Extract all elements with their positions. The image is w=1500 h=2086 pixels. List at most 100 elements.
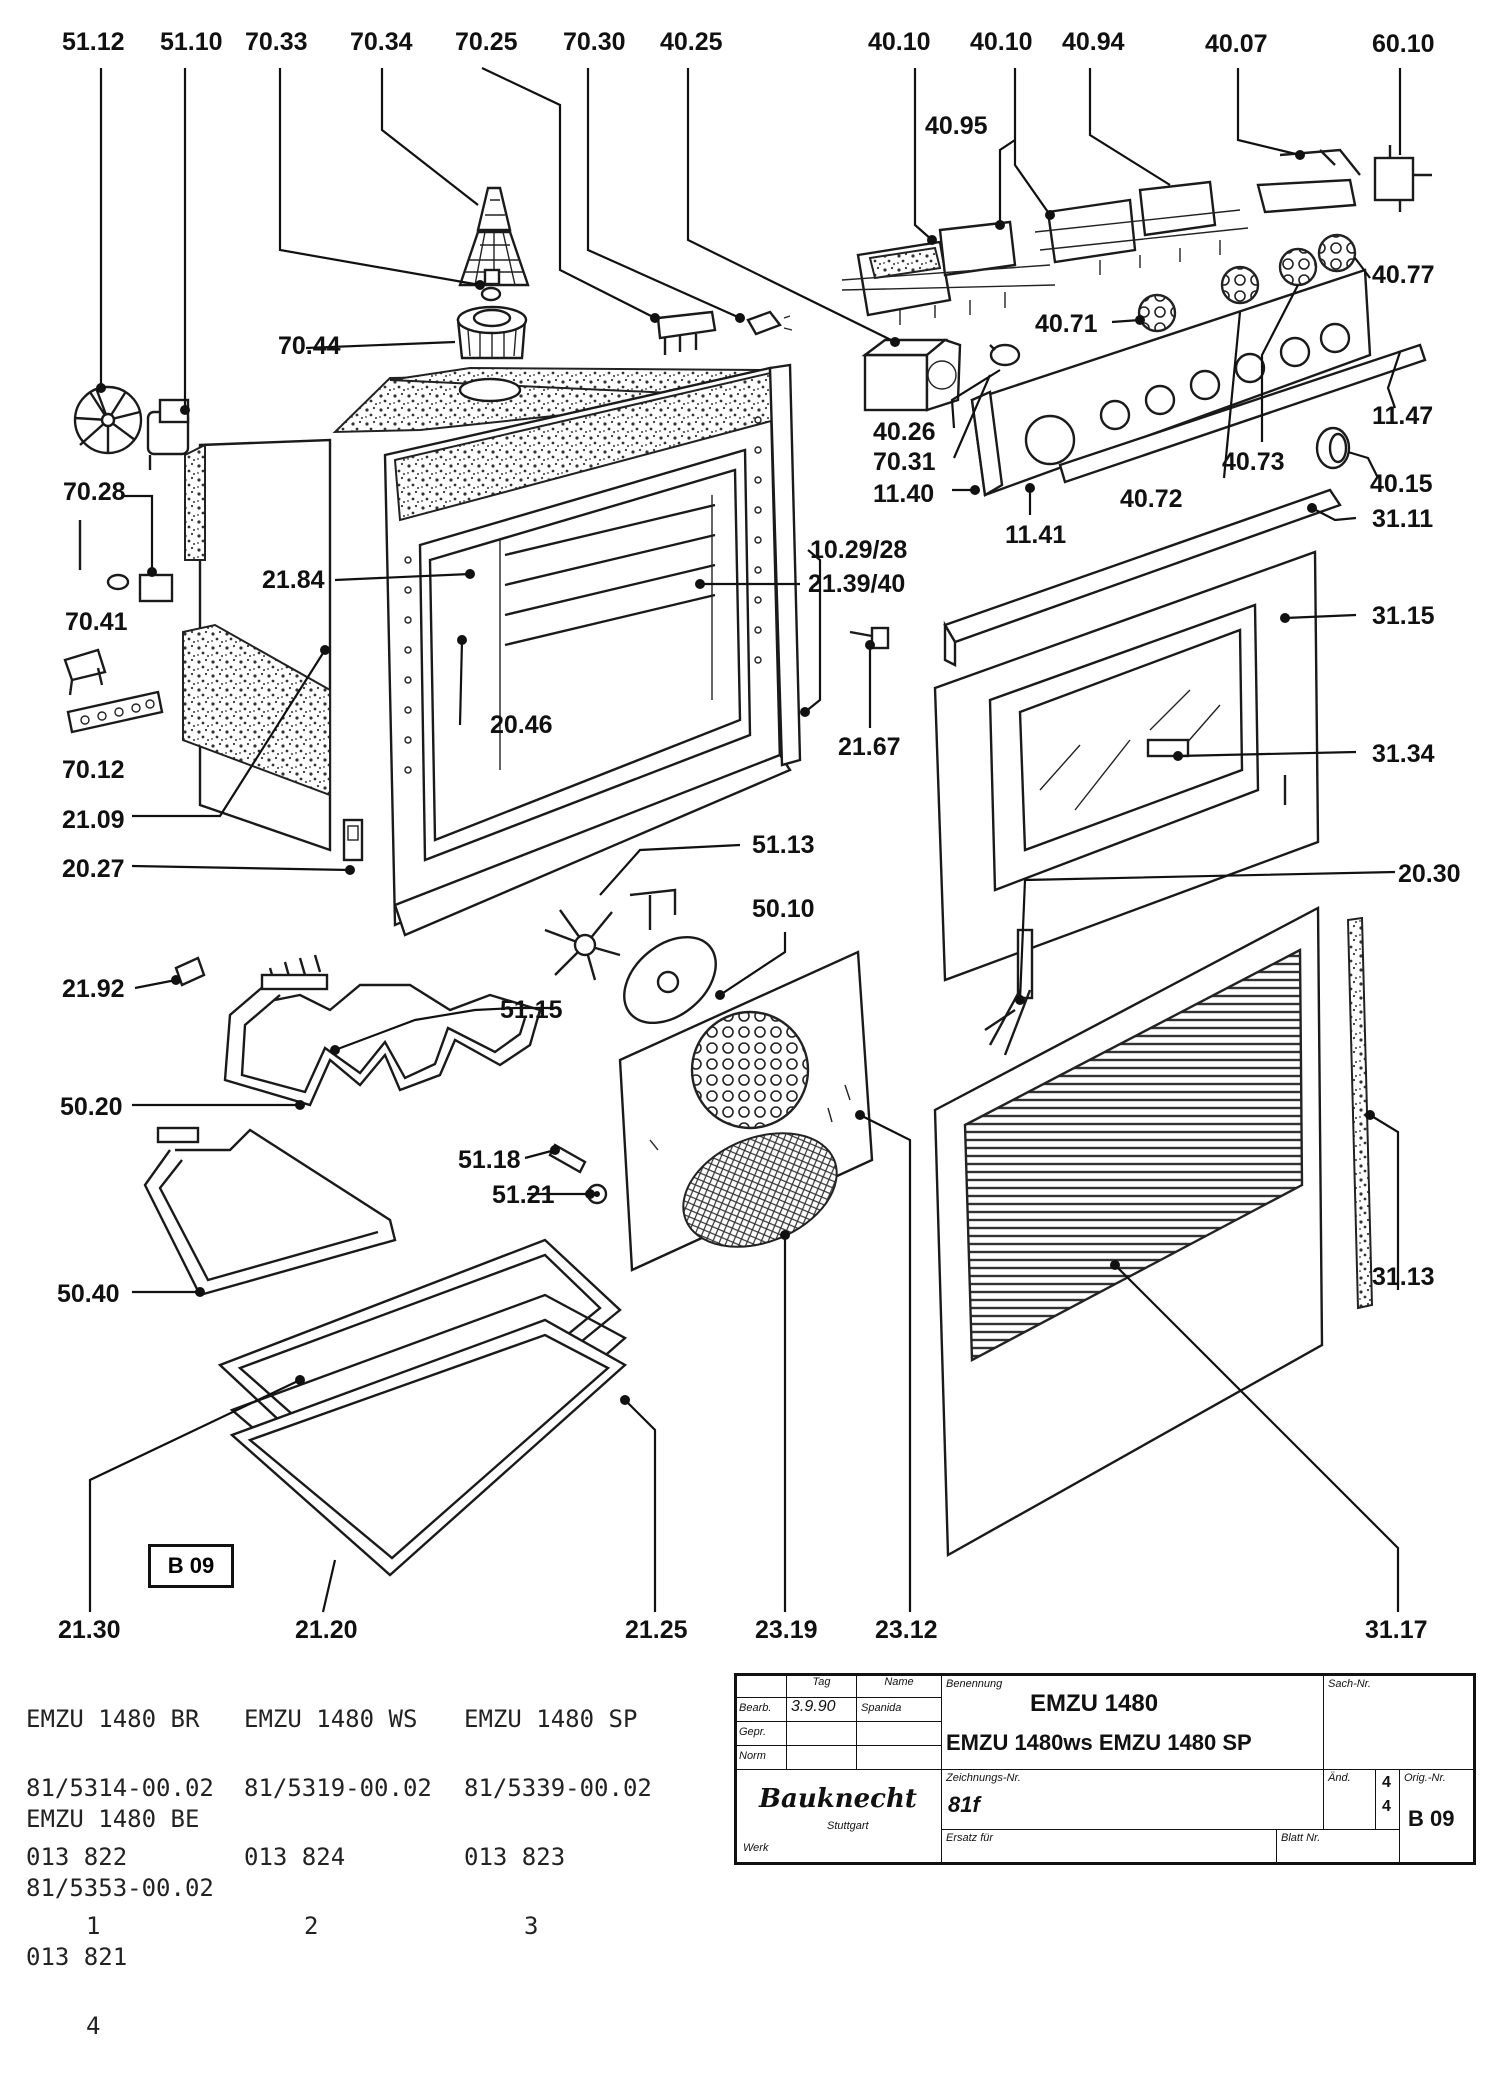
tb-orig: Orig.-Nr. B 09 [1400,1770,1473,1862]
part-label-40-94: 40.94 [1062,28,1125,56]
tb-sach: Sach-Nr. [1324,1676,1473,1770]
tb-blatt: Blatt Nr. [1277,1830,1400,1862]
part-label-70-33: 70.33 [245,28,308,56]
tb-benennung-label: Benennung [946,1678,1003,1690]
tb-brand-cell: Bauknecht Stuttgart Werk [737,1770,942,1862]
seal-31-13 [1346,916,1374,1310]
tb-norm-name [857,1746,942,1770]
switch-60-10 [1373,145,1432,212]
part-label-11-40: 11.40 [873,480,934,508]
tb-werk-label: Werk [743,1842,769,1854]
part-label-20-30: 20.30 [1398,860,1461,888]
part-label-70-31: 70.31 [873,448,936,476]
tb-blatt-label: Blatt Nr. [1281,1832,1321,1844]
tb-orig-value: B 09 [1408,1806,1455,1831]
leader-lines [88,67,1402,1613]
part-label-11-41: 11.41 [1005,521,1066,549]
knob-70-34 [458,186,530,287]
part-label-51-12: 51.12 [62,28,125,56]
part-label-40-71: 40.71 [1035,310,1098,338]
model-name: EMZU 1480 BE [26,1805,200,1833]
part-label-21-30: 21.30 [58,1616,121,1644]
tb-zeichnungs-label: Zeichnungs-Nr. [946,1772,1021,1784]
holder-70-25 [656,310,717,355]
part-label-31-34: 31.34 [1372,740,1435,768]
control-panel-11-40 [970,268,1372,497]
tb-norm-date [787,1746,857,1770]
dials [1137,233,1357,333]
part-label-40-72: 40.72 [1120,485,1183,513]
model-number: 013 824 [244,1843,346,1871]
part-label-21-09: 21.09 [62,806,125,834]
bracket-20-27 [342,818,364,862]
part-labels: 51.12 51.10 70.33 70.34 70.25 70.30 40.2… [57,28,1461,1644]
part-label-40-15: 40.15 [1370,470,1433,498]
tb-aend-value2: 4 [1382,1798,1391,1815]
part-label-51-13: 51.13 [752,831,815,859]
switches-40-10-right [1034,180,1249,275]
trim-strip-11-47 [1058,343,1427,484]
lamp-70-30 [746,310,793,336]
terminal-70-28 [78,520,174,603]
tb-gepr-date [787,1722,857,1746]
part-label-40-07: 40.07 [1205,30,1268,58]
model-code: 81/5339-00.02 [464,1774,652,1802]
part-label-40-10-a: 40.10 [868,28,931,56]
part-label-50-10: 50.10 [752,895,815,923]
convection-fan-51-13 [544,888,677,981]
tb-col-name: Name [857,1676,942,1698]
part-label-40-77: 40.77 [1372,261,1435,289]
part-label-21-25: 21.25 [625,1616,688,1644]
brand-city: Stuttgart [827,1820,869,1832]
screw-70-33 [480,268,502,302]
tb-row-gepr: Gepr. [737,1722,787,1746]
fan-51-12 [73,385,143,455]
timer-40-25 [861,338,962,412]
grill-heater-50-20 [223,954,542,1107]
tb-bearb-name: Spanida [857,1698,942,1722]
part-label-70-34: 70.34 [350,28,413,56]
model-entry: EMZU 1480 BR 81/5314-00.02 013 822 1 [26,1662,214,1984]
part-label-11-47: 11.47 [1372,402,1433,430]
model-index: 4 [86,2012,101,2040]
tb-aend-label: Änd. [1328,1772,1351,1784]
outer-door-31-17 [933,906,1324,1558]
part-label-21-20: 21.20 [295,1616,358,1644]
model-entry: EMZU 1480 SP 81/5339-00.02 013 823 3 [464,1662,652,1984]
back-panel-23-12 [618,950,874,1272]
model-code: 81/5353-00.02 [26,1874,214,1902]
tray-21-20 [229,1318,628,1577]
filter-23-19 [682,1132,838,1248]
part-label-60-10: 60.10 [1372,30,1435,58]
model-index: 2 [304,1912,319,1940]
model-number: 013 822 [26,1843,128,1871]
part-label-20-27: 20.27 [62,855,125,883]
tb-col-tag: Tag [787,1676,857,1698]
knob-40-15 [1315,426,1351,470]
model-entry: EMZU 1480 BE 81/5353-00.02 013 821 4 [26,1762,214,2084]
tb-corner [737,1676,787,1698]
part-label-31-15: 31.15 [1372,602,1435,630]
sheet-badge: B 09 [148,1544,234,1588]
part-label-40-10-b: 40.10 [970,28,1033,56]
fan-motor-50-10 [623,935,717,1025]
part-label-31-17: 31.17 [1365,1616,1428,1644]
tb-benennung: Benennung EMZU 1480 EMZU 1480ws EMZU 148… [942,1676,1324,1770]
model-number: 013 823 [464,1843,566,1871]
tb-zeichnung: Zeichnungs-Nr. 81f [942,1770,1324,1830]
terminal-70-41 [63,648,107,696]
lamp-70-31 [989,343,1021,367]
tb-zeichnungs-value: 81f [948,1792,980,1817]
motor-51-10 [146,398,190,470]
handle-31-11 [943,488,1342,667]
switches-40-10-left [841,220,1056,325]
model-code: 81/5319-00.02 [244,1774,432,1802]
part-label-21-67: 21.67 [838,733,901,761]
tb-aend-value1: 4 [1382,1774,1391,1791]
brand-logo: Bauknecht [759,1784,917,1814]
part-label-51-10: 51.10 [160,28,223,56]
tb-gepr-name [857,1722,942,1746]
part-label-51-21: 51.21 [492,1181,555,1209]
thermostat-40-07 [1256,148,1361,214]
model-code: 81/5314-00.02 [26,1774,214,1802]
